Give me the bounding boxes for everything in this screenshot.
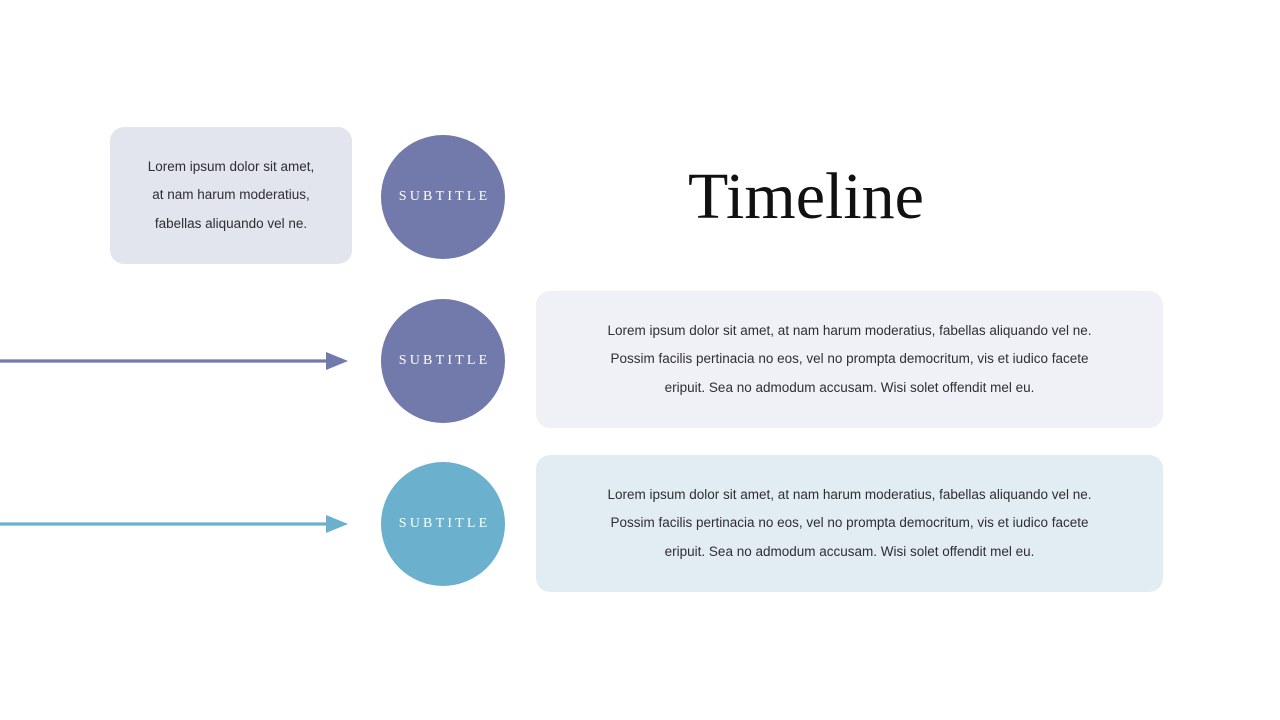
timeline-node-circle-1[interactable]: SUBTITLE <box>381 135 505 259</box>
content-card-line: Lorem ipsum dolor sit amet, at nam harum… <box>607 322 1092 338</box>
circle-subtitle-label-2: SUBTITLE <box>398 353 491 368</box>
content-card-text-2: Lorem ipsum dolor sit amet, at nam harum… <box>577 317 1122 403</box>
content-card-line: eripuit. Sea no admodum accusam. Wisi so… <box>664 379 1035 395</box>
content-card-line: eripuit. Sea no admodum accusam. Wisi so… <box>664 543 1035 559</box>
circle-subtitle-label-1: SUBTITLE <box>398 189 491 204</box>
intro-text-card: Lorem ipsum dolor sit amet, at nam harum… <box>110 127 352 264</box>
circle-subtitle-label-3: SUBTITLE <box>398 516 491 531</box>
timeline-node-circle-3[interactable]: SUBTITLE <box>381 462 505 586</box>
content-card-line: Lorem ipsum dolor sit amet, at nam harum… <box>607 486 1092 502</box>
timeline-arrow-purple <box>0 352 348 370</box>
timeline-node-circle-2[interactable]: SUBTITLE <box>381 299 505 423</box>
arrow-head-icon <box>326 515 348 533</box>
page-title: Timeline <box>688 160 924 233</box>
content-card-text-3: Lorem ipsum dolor sit amet, at nam harum… <box>577 481 1122 567</box>
intro-card-line: Lorem ipsum dolor sit amet, <box>147 158 315 174</box>
content-card-line: Possim facilis pertinacia no eos, vel no… <box>610 351 1089 367</box>
timeline-content-card-3: Lorem ipsum dolor sit amet, at nam harum… <box>536 455 1163 592</box>
intro-card-line: at nam harum moderatius, <box>152 187 310 203</box>
timeline-content-card-2: Lorem ipsum dolor sit amet, at nam harum… <box>536 291 1163 428</box>
intro-card-text: Lorem ipsum dolor sit amet, at nam harum… <box>124 153 339 239</box>
timeline-arrow-teal <box>0 515 348 533</box>
content-card-line: Possim facilis pertinacia no eos, vel no… <box>610 515 1089 531</box>
arrow-head-icon <box>326 352 348 370</box>
intro-card-line: fabellas aliquando vel ne. <box>154 215 308 231</box>
